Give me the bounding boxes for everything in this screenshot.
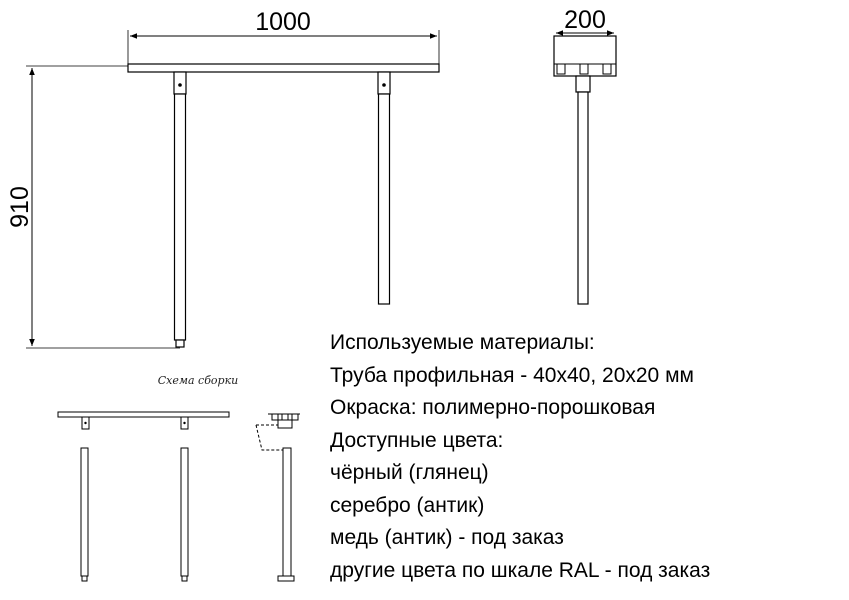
spec-colors-heading: Доступные цвета: — [330, 428, 504, 452]
width-dimension-label: 1000 — [255, 8, 311, 36]
side-view — [553, 30, 617, 305]
assembly-side-leg — [282, 447, 292, 577]
left-leg-foot — [175, 339, 185, 348]
materials-specification: Используемые материалы: Труба профильная… — [330, 327, 710, 587]
spec-color-black: чёрный (глянец) — [330, 461, 489, 484]
shelf-board — [127, 63, 440, 73]
assembly-caption: Схема сборки — [158, 374, 239, 387]
spec-color-ral: другие цвета по шкале RAL - под заказ — [330, 558, 711, 582]
spec-tube: Труба профильная - 40х40, 20х20 мм — [330, 363, 694, 387]
spec-color-silver: серебро (антик) — [330, 493, 485, 517]
assembly-right-leg — [180, 447, 189, 577]
front-view — [26, 30, 440, 349]
assembly-left-leg — [80, 447, 89, 577]
spec-materials-heading: Используемые материалы: — [330, 331, 595, 354]
side-leg-bracket — [575, 75, 591, 93]
side-leg — [577, 91, 589, 305]
right-leg — [377, 93, 391, 305]
height-dimension-label: 910 — [6, 186, 34, 228]
left-leg — [173, 93, 187, 341]
assembly-side — [255, 413, 300, 582]
left-leg-bracket — [173, 71, 187, 95]
assembly-front — [57, 411, 230, 582]
spec-color-copper: медь (антик) - под заказ — [330, 526, 564, 549]
spec-coating: Окраска: полимерно-порошковая — [330, 396, 656, 419]
right-leg-bracket — [377, 71, 391, 95]
assembly-board — [57, 411, 230, 418]
depth-dimension-label: 200 — [564, 6, 606, 34]
